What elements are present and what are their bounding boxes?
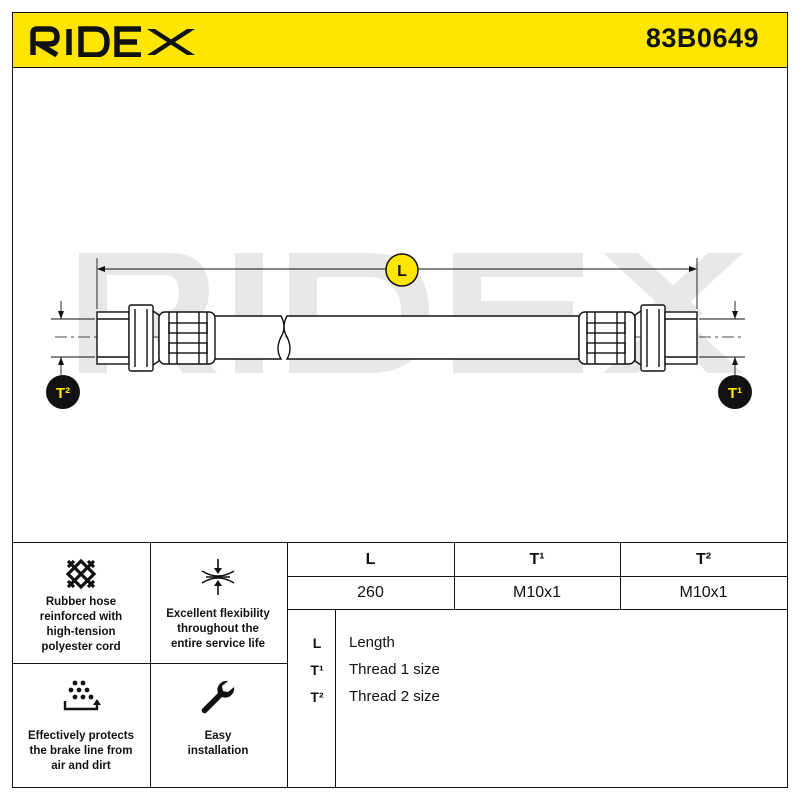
left-fitting (96, 304, 216, 372)
right-fitting (578, 304, 698, 372)
length-label-badge (385, 253, 419, 287)
legend-symbol: L (312, 635, 322, 651)
spec-value-length: 260 (357, 584, 384, 601)
legend-symbol: T² (310, 689, 324, 705)
hose-body (212, 315, 580, 360)
legend-symbol: T¹ (310, 662, 324, 678)
spec-header-length: L (365, 551, 376, 568)
wrench-icon (201, 680, 235, 714)
feature-installation: Easy installation (150, 677, 286, 759)
thread1-label: T¹ (728, 385, 742, 402)
feature-text-line: high-tension (46, 626, 116, 638)
feature-protection: Effectively protects the brake line from… (13, 677, 149, 774)
length-label: L (397, 263, 407, 280)
feature-reinforced: Rubber hose reinforced with high-tension… (13, 557, 149, 655)
thread2-label: T² (56, 385, 70, 402)
hose-drawing: L T² T¹ (46, 253, 752, 409)
legend-desc: Thread 2 size (349, 688, 440, 705)
feature-flexibility: Excellent flexibility throughout the ent… (150, 557, 286, 652)
legend-desc: Thread 1 size (349, 661, 440, 678)
feature-text-line: Effectively protects (27, 730, 135, 742)
flex-icon (201, 559, 235, 595)
thread1-label-badge (718, 375, 752, 409)
spec-value-thread2: M10x1 (679, 584, 728, 601)
legend-desc: Length (349, 634, 395, 651)
thread1-dimension (699, 301, 745, 375)
part-number: 83B0649 (645, 23, 759, 53)
feature-text-line: Easy (204, 730, 232, 742)
thread2-label-badge (46, 375, 80, 409)
thread2-dimension (51, 301, 95, 375)
feature-text-line: throughout the (177, 623, 259, 635)
ridex-logo (29, 26, 195, 57)
product-sheet: 83B0649 (12, 12, 788, 788)
feature-text-line: the brake line from (29, 745, 133, 757)
spec-header-thread1: T¹ (529, 551, 545, 568)
feature-text-line: polyester cord (41, 641, 121, 653)
feature-text-line: air and dirt (51, 760, 111, 772)
feature-text-line: reinforced with (39, 611, 123, 623)
spec-value-thread1: M10x1 (512, 584, 562, 601)
mesh-icon (65, 558, 97, 590)
feature-text-line: Excellent flexibility (166, 608, 270, 620)
info-section: Rubber hose reinforced with high-tension… (13, 542, 787, 788)
feature-text-line: entire service life (171, 638, 265, 650)
feature-text-line: installation (187, 745, 249, 757)
spec-header-thread2: T² (695, 551, 712, 568)
shield-particles-icon (63, 680, 101, 711)
header-bar: 83B0649 (13, 13, 787, 68)
feature-text-line: Rubber hose (45, 596, 117, 608)
